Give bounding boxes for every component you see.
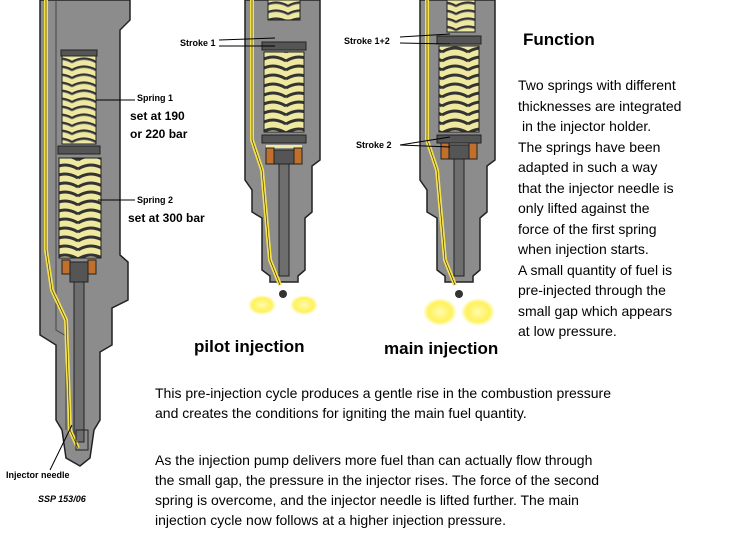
ssp-reference: SSP 153/06 [38,494,86,504]
paragraph-line: and creates the conditions for igniting … [155,405,527,421]
spring-1-setting-line-2: or 220 bar [130,127,188,141]
function-line: The springs have been [518,138,661,155]
spring-1-setting-line-1: set at 190 [130,109,185,123]
paragraph-line: the small gap, the pressure in the injec… [155,472,600,488]
spring-2-setting: set at 300 bar [128,211,205,225]
paragraph-line: As the injection pump delivers more fuel… [155,452,593,468]
function-line: in the injector holder. [522,118,652,134]
paragraph-line: This pre-injection cycle produces a gent… [155,385,612,401]
spring-2-label: Spring 2 [137,195,174,205]
function-title: Function [523,30,595,49]
function-line: when injection starts. [518,241,649,257]
function-line: pre-injected through the [518,282,666,298]
spring-1-label: Spring 1 [137,93,174,103]
function-body: Two springs with different thicknesses a… [518,75,728,342]
paragraph-pre-injection: This pre-injection cycle produces a gent… [155,383,725,423]
function-line: thicknesses are integrated [518,97,682,114]
function-line: force of the first spring [518,220,657,237]
paragraph-main-injection: As the injection pump delivers more fuel… [155,450,725,530]
leader-lines [49,33,451,471]
function-line: small gap which appears [518,302,673,319]
function-line: that the injector needle is [518,179,674,196]
function-line: adapted in such a way [518,159,658,175]
stroke-1-label: Stroke 1 [180,38,216,48]
stroke-1-2-label: Stroke 1+2 [344,36,390,46]
injector-needle-label: Injector needle [6,470,70,480]
large-injector [39,0,131,467]
main-injector [419,0,496,326]
main-injection-caption: main injection [384,339,499,358]
stroke-2-label: Stroke 2 [356,140,392,150]
pilot-injection-caption: pilot injection [194,337,305,356]
function-line: at low pressure. [518,323,617,339]
pilot-injector [244,0,321,315]
function-line: A small quantity of fuel is [518,261,673,278]
paragraph-line: spring is overcome, and the injector nee… [155,492,579,508]
paragraph-line: injection cycle now follows at a higher … [155,512,506,528]
function-line: Two springs with different [518,77,676,93]
function-line: only lifted against the [518,200,650,216]
